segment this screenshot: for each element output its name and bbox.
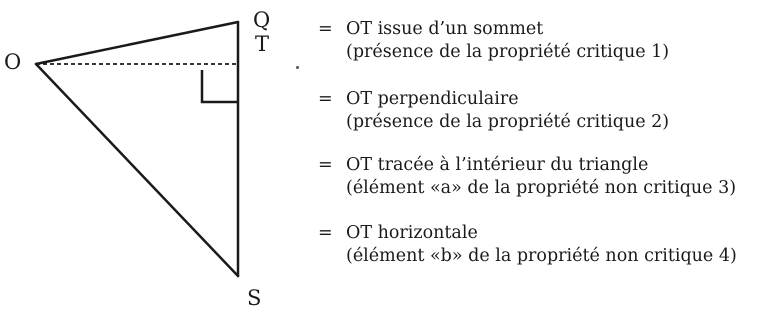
equals-sign: = <box>318 223 333 243</box>
annotation-line1: OT horizontale <box>346 223 478 243</box>
point-label-s: S <box>247 286 262 310</box>
equals-sign: = <box>318 155 333 175</box>
equals-sign: = <box>318 19 333 39</box>
point-label-q: Q <box>253 8 271 32</box>
side-oq <box>34 20 240 66</box>
point-label-o: O <box>4 50 22 74</box>
annotation-line1: OT perpendiculaire <box>346 89 519 109</box>
annotation-line2: (élément «b» de la propriété non critiqu… <box>346 246 737 266</box>
annotation-item: = OT tracée à l’intérieur du triangle (é… <box>318 154 736 200</box>
annotation-line2: (présence de la propriété critique 2) <box>346 112 670 132</box>
side-os <box>34 62 240 278</box>
equals-sign: = <box>318 89 333 109</box>
right-angle-marker <box>200 70 238 104</box>
annotation-line2: (présence de la propriété critique 1) <box>346 42 670 62</box>
point-label-t: T <box>255 32 270 56</box>
stray-dot <box>296 66 299 69</box>
annotation-line1: OT tracée à l’intérieur du triangle <box>346 155 649 175</box>
annotation-item: = OT horizontale (élément «b» de la prop… <box>318 222 737 268</box>
annotation-item: = OT issue d’un sommet (présence de la p… <box>318 18 669 64</box>
annotation-line1: OT issue d’un sommet <box>346 19 544 39</box>
annotation-line2: (élément «a» de la propriété non critiqu… <box>346 178 737 198</box>
annotation-item: = OT perpendiculaire (présence de la pro… <box>318 88 669 134</box>
